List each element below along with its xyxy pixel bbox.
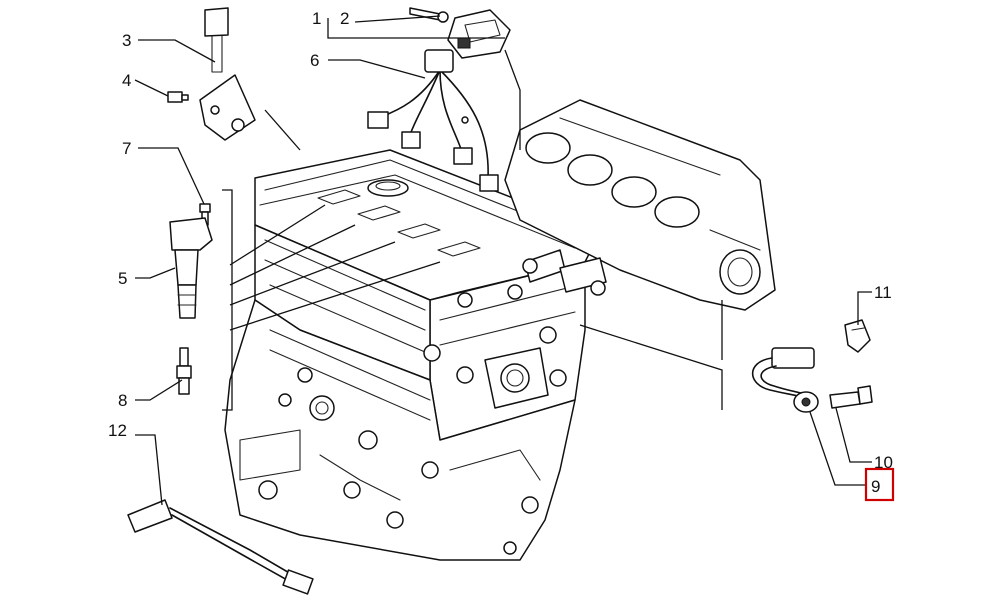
bolt-part-4 [167,91,189,103]
callout-labels: 1 2 3 4 5 6 7 8 9 10 11 12 [108,9,895,502]
callout-5: 5 [118,269,127,288]
intake-manifold [504,99,776,311]
assembly-guide-lines [222,49,723,411]
callout-12: 12 [108,421,127,440]
throttle-position-sensor [447,9,511,59]
callout-8: 8 [118,391,127,410]
screw-part-2 [409,7,449,23]
callout-9: 9 [871,477,880,496]
clip-part-11 [844,319,871,353]
bolt-part-10 [829,385,873,409]
callout-11: 11 [874,283,892,302]
callout-9-highlight-box [864,467,895,502]
crank-sensor-part-12 [127,499,314,595]
callout-7: 7 [122,139,131,158]
wiring-harness-part-6 [367,49,499,192]
callout-3: 3 [122,31,131,50]
ignition-coil-part-5 [169,217,213,319]
spark-plug-part-8 [176,347,192,395]
knock-sensor-part-9 [752,347,819,413]
callout-4: 4 [122,71,131,90]
engine-block [224,149,601,561]
leader-lines [134,15,872,506]
callout-6: 6 [310,51,319,70]
callout-1: 1 [312,9,321,28]
callout-10: 10 [874,453,893,472]
sensor-bracket-part-3 [199,7,256,141]
callout-2: 2 [340,9,349,28]
